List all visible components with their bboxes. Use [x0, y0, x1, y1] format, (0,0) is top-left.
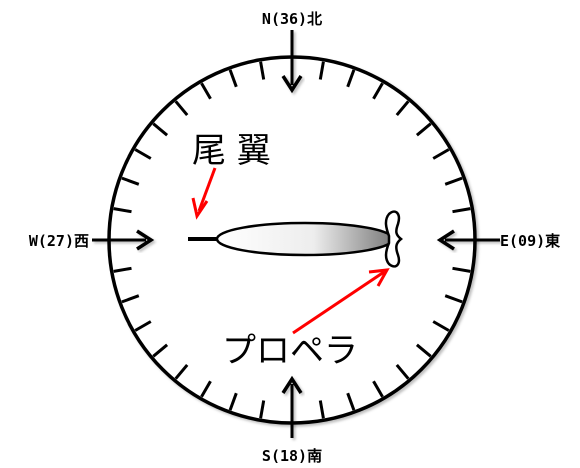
compass-tick	[415, 122, 432, 137]
compass-tick	[444, 176, 463, 186]
compass-tick	[152, 122, 169, 137]
compass-tick	[200, 380, 212, 398]
compass-tick	[200, 82, 212, 100]
compass-tick	[134, 148, 152, 160]
compass-tick	[372, 380, 384, 398]
propeller	[384, 210, 404, 268]
north-arrow	[281, 30, 303, 94]
tail-callout-arrow	[191, 167, 217, 220]
compass-tick	[113, 266, 132, 273]
south-label: S(18)南	[262, 447, 322, 465]
compass-tick	[174, 100, 189, 117]
compass-tick	[152, 343, 169, 358]
compass-tick	[395, 100, 410, 117]
east-label: E(09)東	[500, 232, 560, 250]
compass-tick	[113, 207, 132, 214]
compass-tick	[432, 320, 450, 332]
compass-tick	[452, 207, 471, 214]
aircraft	[188, 210, 404, 268]
propeller-label: プロペラ	[222, 331, 358, 371]
tail-label: 尾 翼	[192, 131, 271, 171]
compass-tick	[318, 61, 325, 80]
compass-ticks	[113, 61, 471, 419]
compass-tick	[134, 320, 152, 332]
compass-tick	[121, 294, 140, 304]
east-arrow	[436, 229, 500, 251]
compass-tick	[228, 69, 238, 88]
south-arrow	[281, 375, 303, 438]
compass-tick	[174, 363, 189, 380]
compass-tick	[432, 148, 450, 160]
compass-tick	[228, 392, 238, 411]
fuselage	[215, 221, 395, 257]
compass-tick	[415, 343, 432, 358]
compass-tick	[121, 176, 140, 186]
west-arrow	[92, 229, 155, 251]
west-label: W(27)西	[29, 232, 89, 250]
compass-tick	[444, 294, 463, 304]
propeller-callout-arrow	[292, 268, 390, 335]
compass-tick	[346, 392, 356, 411]
compass-tick	[346, 69, 356, 88]
compass-tick	[452, 266, 471, 273]
compass-tick	[259, 61, 266, 80]
compass-tick	[259, 400, 266, 419]
compass-tick	[372, 82, 384, 100]
north-label: N(36)北	[262, 10, 322, 28]
compass-tick	[318, 400, 325, 419]
compass-tick	[395, 363, 410, 380]
